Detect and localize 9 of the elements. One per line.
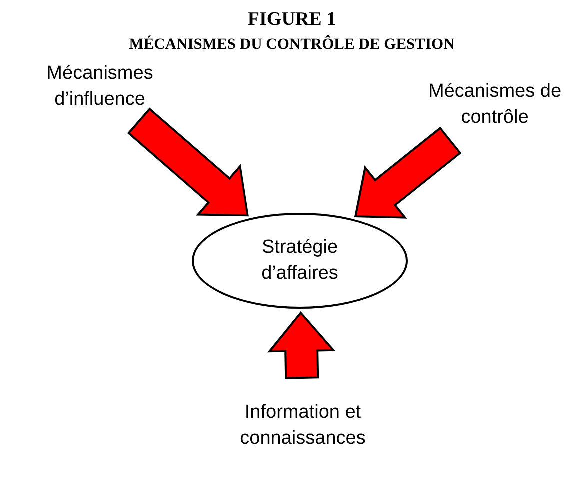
figure-number: FIGURE 1 <box>246 8 338 32</box>
text-label: Mécanismes de contrôle <box>420 78 570 132</box>
block-arrow <box>127 108 249 217</box>
text-label: Information et connaissances <box>228 392 378 460</box>
block-arrow <box>267 311 336 380</box>
node-text: Stratégie d’affaires <box>260 236 340 286</box>
block-arrow <box>354 126 462 219</box>
text-label: Mécanismes d’influence <box>35 62 165 112</box>
figure-title: MÉCANISMES DU CONTRÔLE DE GESTION <box>128 34 456 55</box>
